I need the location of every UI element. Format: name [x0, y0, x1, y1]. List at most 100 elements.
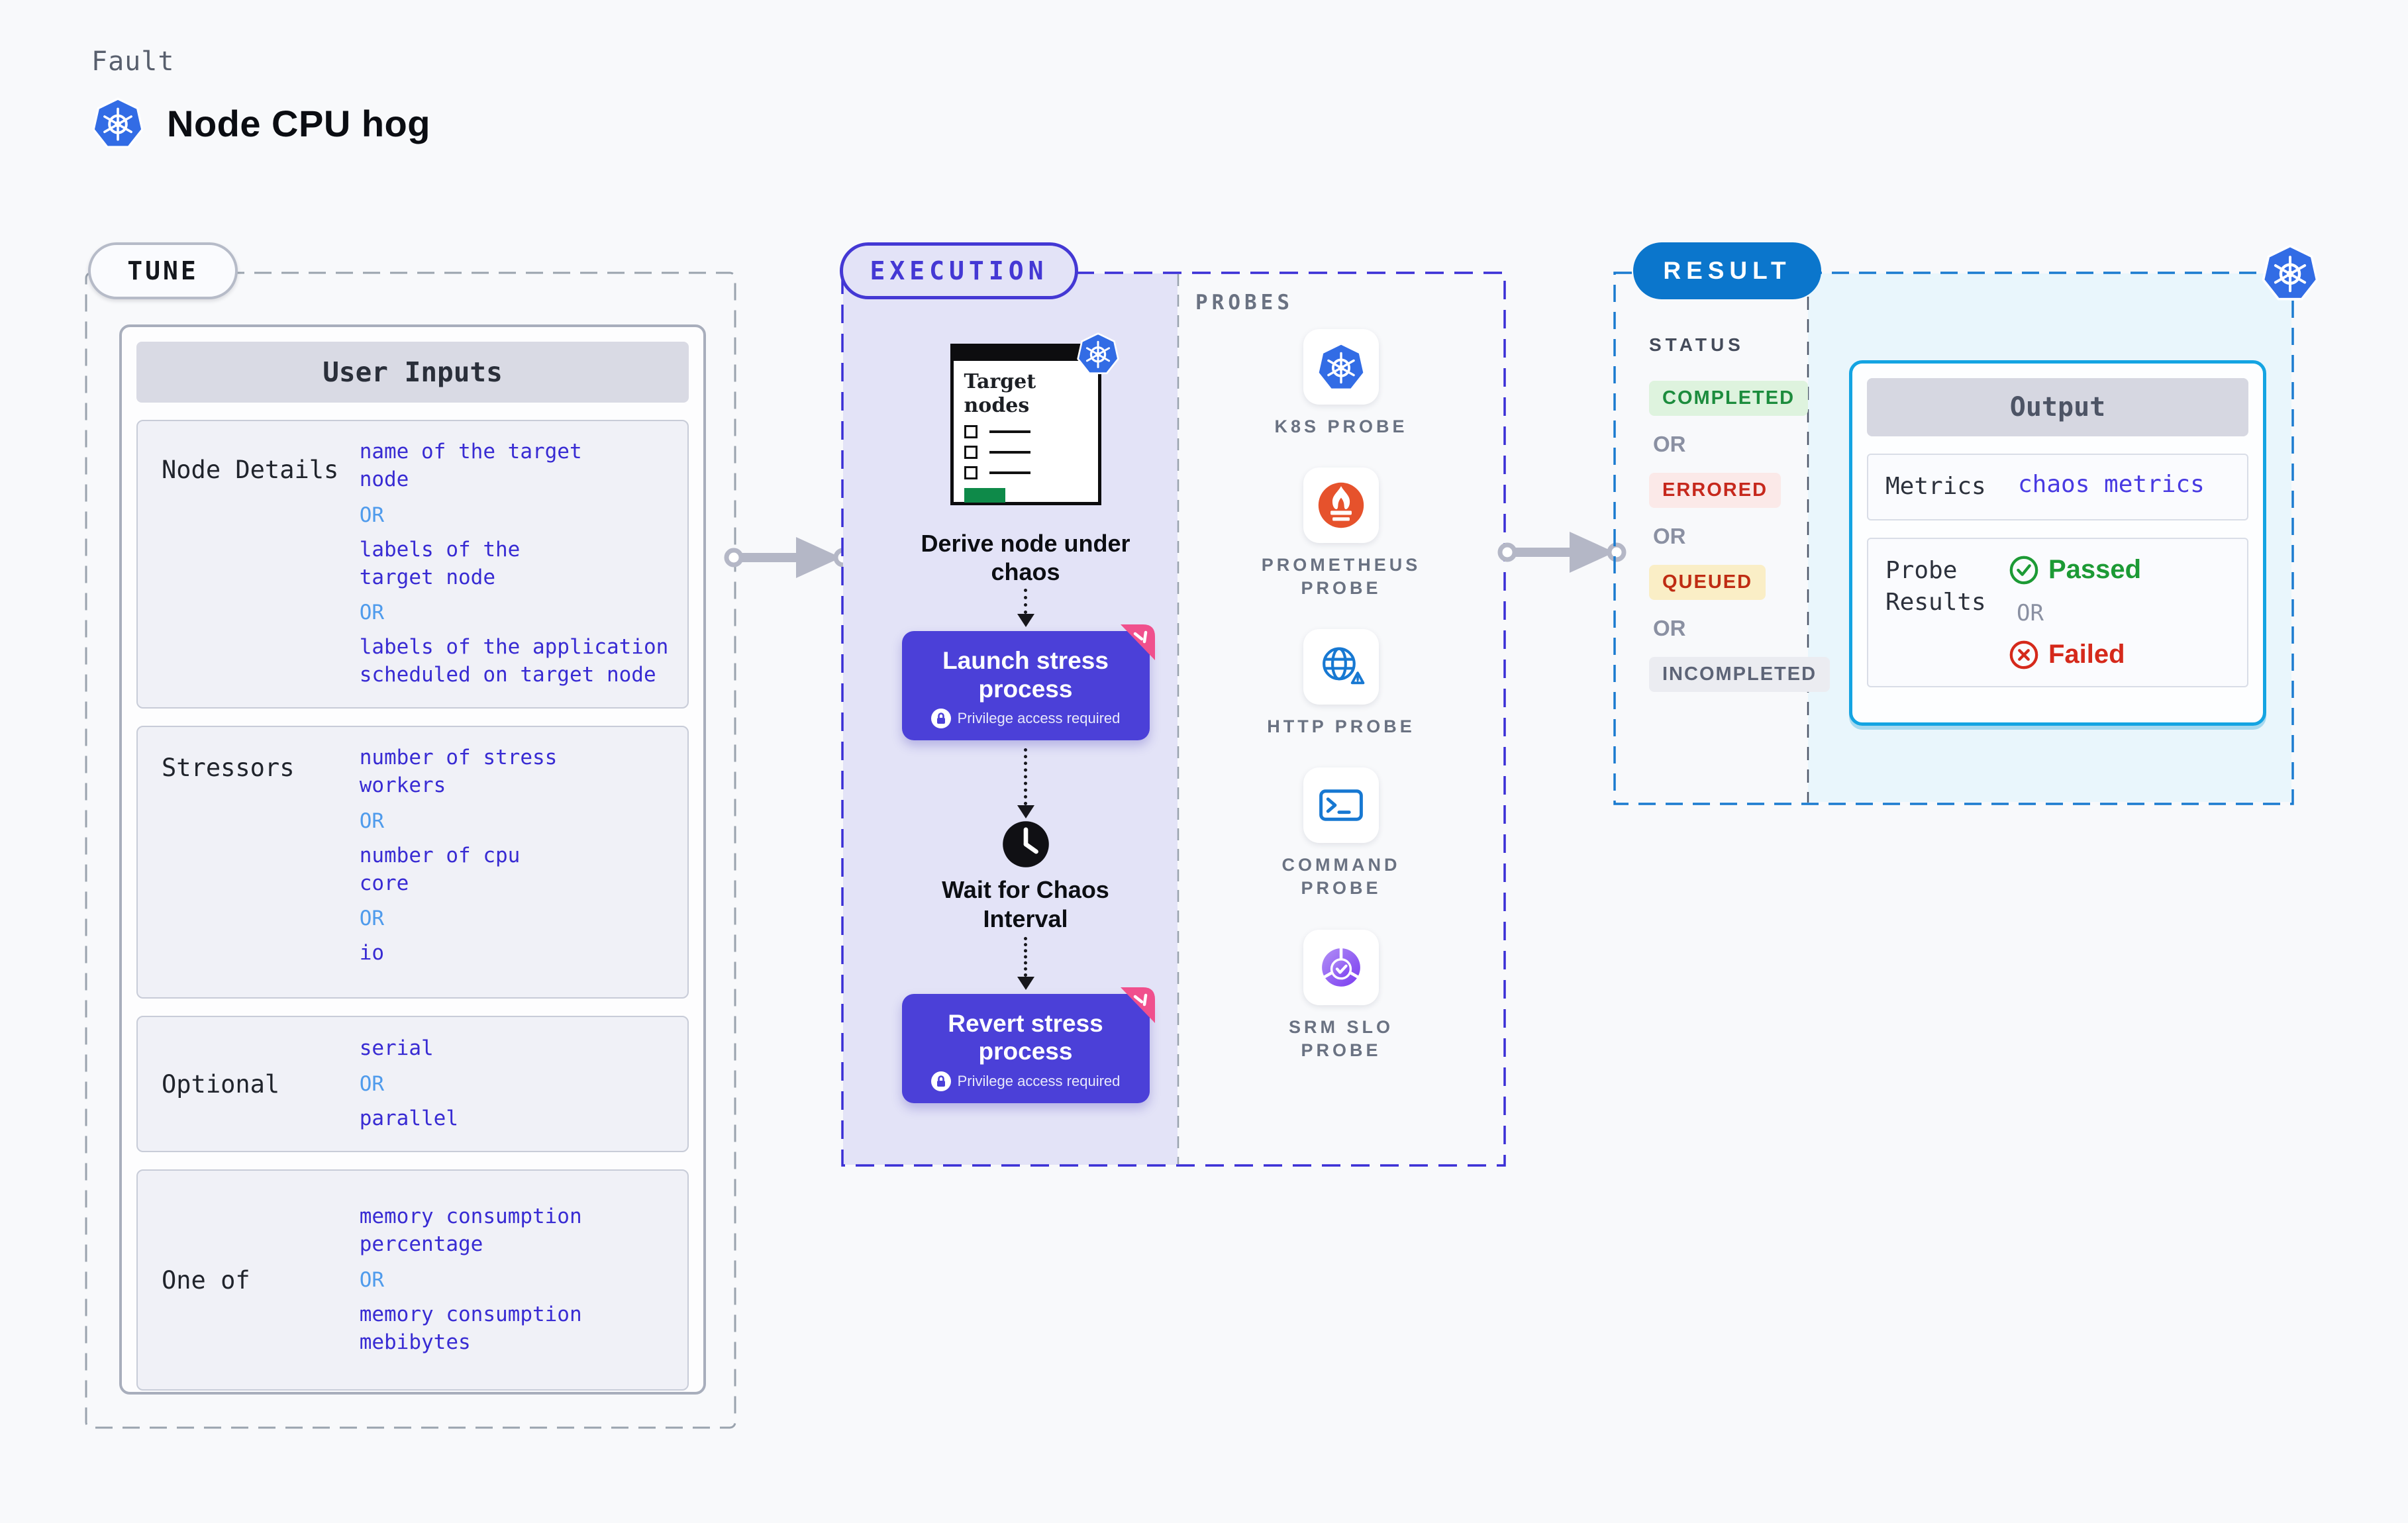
tune-option: parallel — [359, 1106, 458, 1130]
chaos-ribbon-icon — [1120, 987, 1155, 1023]
probe-label: COMMAND PROBE — [1281, 855, 1401, 899]
tune-row-node-details: Node Details name of the target node OR … — [136, 420, 689, 709]
kubernetes-icon — [2261, 244, 2319, 302]
page-title: Node CPU hog — [167, 102, 430, 144]
tune-option: memory consumption percentage — [359, 1204, 582, 1257]
target-nodes-title: Target nodes — [964, 370, 1036, 417]
revert-stress-label: Revert stress process — [948, 1009, 1103, 1065]
probe-item-srm-slo: SRM SLO PROBE — [1252, 929, 1430, 1062]
result-container — [1613, 271, 2294, 805]
output-card: Output Metrics chaos metrics Probe Resul… — [1849, 360, 2266, 726]
or-separator: OR — [359, 1268, 385, 1292]
execution-badge: EXECUTION — [840, 242, 1078, 299]
probes-panel: PROBES K8S PROBE PROMETHEUS PROBE — [1178, 273, 1504, 1165]
or-separator: OR — [359, 1072, 385, 1096]
probe-label: PROMETHEUS PROBE — [1261, 555, 1421, 599]
probe-label: K8S PROBE — [1274, 417, 1408, 436]
checkbox-icon — [964, 446, 978, 459]
tune-row-label: One of — [162, 1265, 250, 1295]
output-title: Output — [1867, 378, 2248, 436]
chaos-metrics-link[interactable]: chaos metrics — [2018, 471, 2205, 498]
probe-item-command: COMMAND PROBE — [1252, 767, 1430, 900]
status-badge-completed: COMPLETED — [1649, 381, 1809, 416]
kubernetes-icon — [1076, 332, 1120, 375]
flow-arrow — [1497, 532, 1627, 573]
probe-label: SRM SLO PROBE — [1288, 1016, 1393, 1060]
lock-icon — [930, 1071, 951, 1091]
or-separator: OR — [359, 601, 385, 625]
checkbox-icon — [964, 466, 978, 479]
checklist-row — [964, 425, 1087, 438]
tune-row-optional: Optional serial OR parallel — [136, 1016, 689, 1152]
checkbox-icon — [964, 425, 978, 438]
or-separator: OR — [1653, 524, 1686, 548]
tune-option: memory consumption mebibytes — [359, 1302, 582, 1354]
or-separator: OR — [359, 809, 385, 833]
user-inputs-card: User Inputs Node Details name of the tar… — [119, 324, 706, 1395]
tune-row-label: Optional — [162, 1069, 280, 1099]
down-arrow — [1017, 936, 1034, 990]
checklist-row — [964, 466, 1087, 479]
fault-eyebrow: Fault — [91, 46, 175, 77]
probes-title: PROBES — [1195, 291, 1293, 315]
tune-row-stressors: Stressors number of stress workers OR nu… — [136, 726, 689, 999]
failed-label: Failed — [2048, 640, 2125, 669]
flow-arrow — [724, 537, 853, 578]
chaos-ribbon-icon — [1120, 624, 1155, 661]
lock-icon — [930, 709, 951, 729]
privilege-note: Privilege access required — [957, 1072, 1121, 1089]
tune-row-label: Node Details — [162, 456, 339, 484]
status-badge-errored: ERRORED — [1649, 473, 1781, 508]
privilege-note: Privilege access required — [957, 710, 1121, 727]
tune-option: number of stress workers — [359, 746, 558, 797]
or-separator: OR — [1653, 616, 1686, 640]
status-title: STATUS — [1649, 334, 1744, 355]
checklist-row — [964, 446, 1087, 459]
kubernetes-icon — [91, 97, 144, 150]
terminal-icon — [1319, 789, 1363, 822]
result-badge: RESULT — [1633, 242, 1821, 299]
tune-badge: TUNE — [88, 242, 238, 299]
metrics-row: Metrics chaos metrics — [1867, 454, 2248, 520]
probe-results-row: Probe Results Passed OR Failed — [1867, 537, 2248, 687]
green-bar — [964, 488, 1005, 503]
derive-node-caption: Derive node under chaos — [921, 530, 1130, 586]
probe-label: HTTP PROBE — [1267, 716, 1415, 737]
execution-container — [841, 271, 1506, 1167]
tune-option: number of cpu core — [359, 843, 521, 895]
tune-container — [85, 271, 736, 1429]
launch-stress-label: Launch stress process — [942, 647, 1109, 703]
revert-stress-button[interactable]: Revert stress process Privilege access r… — [901, 987, 1155, 1103]
or-separator: OR — [359, 907, 385, 931]
check-circle-icon — [2009, 556, 2038, 584]
kubernetes-icon — [1316, 342, 1366, 392]
tune-option: io — [359, 941, 385, 965]
probe-item-prometheus: PROMETHEUS PROBE — [1252, 467, 1430, 600]
status-badge-queued: QUEUED — [1649, 565, 1766, 600]
passed-label: Passed — [2048, 555, 2142, 585]
tune-option: labels of the target node — [359, 537, 521, 589]
status-column: STATUS COMPLETED OR ERRORED OR QUEUED OR… — [1615, 273, 1831, 708]
or-separator: OR — [2017, 599, 2044, 626]
launch-stress-button[interactable]: Launch stress process Privilege access r… — [901, 624, 1155, 741]
or-separator: OR — [1653, 432, 1686, 456]
wait-chaos-caption: Wait for Chaos Interval — [942, 876, 1109, 932]
tune-option: name of the target node — [359, 440, 582, 491]
status-badge-incompleted: INCOMPLETED — [1649, 657, 1831, 692]
down-arrow — [1017, 589, 1034, 628]
x-circle-icon — [2009, 640, 2038, 669]
metrics-label: Metrics — [1885, 473, 1986, 500]
tune-option: labels of the application scheduled on t… — [359, 635, 669, 687]
probe-item-k8s: K8S PROBE — [1252, 329, 1430, 438]
slo-gauge-icon — [1322, 947, 1360, 987]
tune-option: serial — [359, 1036, 434, 1061]
tune-row-one-of: One of memory consumption percentage OR … — [136, 1169, 689, 1391]
prometheus-icon — [1318, 482, 1364, 528]
down-arrow — [1017, 748, 1034, 819]
probe-item-http: HTTP PROBE — [1252, 629, 1430, 738]
card-titlebar — [950, 344, 1101, 361]
tune-row-label: Stressors — [162, 754, 295, 782]
or-separator: OR — [359, 503, 385, 527]
target-nodes-card: Target nodes — [950, 344, 1101, 505]
probe-results-label: Probe Results — [1885, 556, 1986, 616]
